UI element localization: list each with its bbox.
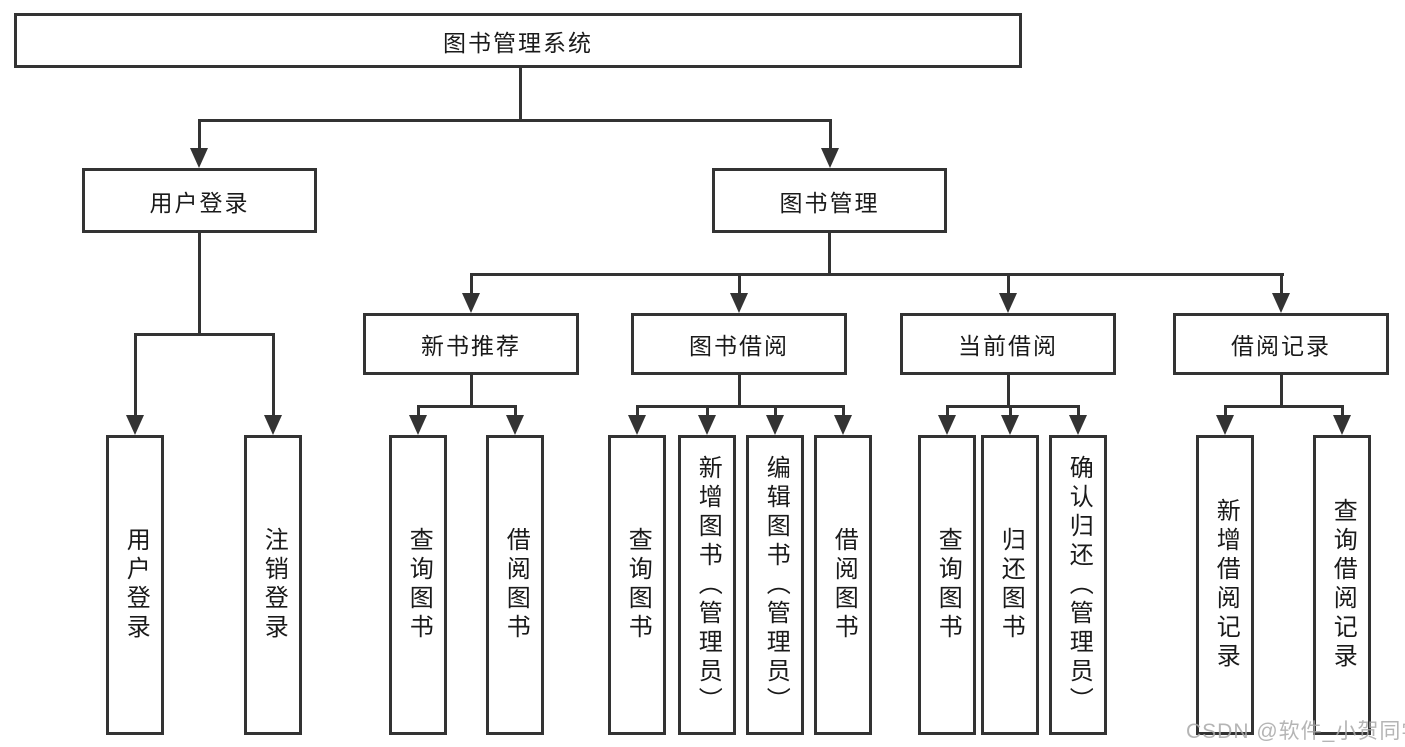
connector-drop-line [133,336,137,415]
arrow-down-icon [766,415,784,435]
connector-split-line [416,405,517,408]
connector-drop-line [828,122,832,148]
leaf-label: 新增借阅记录 [1212,498,1240,672]
arrow-down-icon [938,415,956,435]
leaf-label: 借阅图书 [502,527,530,643]
leaf-borrow-books-1: 借阅图书 [486,435,544,735]
arrow-down-icon [1001,415,1019,435]
connector-split-line [635,405,845,408]
connector-drop-line [197,122,201,148]
leaf-return-books: 归还图书 [981,435,1039,735]
node-user-login-branch: 用户登录 [82,168,317,233]
leaf-query-books-2: 查询图书 [608,435,666,735]
connector-drop-line [841,408,845,415]
arrow-down-icon [506,415,524,435]
node-book-management-branch: 图书管理 [712,168,947,233]
connector-drop-line [513,408,517,415]
leaf-label: 新增图书（管理员） [694,454,722,716]
connector-drop-line [635,408,639,415]
leaf-user-login: 用户登录 [106,435,164,735]
arrow-down-icon [190,148,208,168]
leaf-edit-books-admin: 编辑图书（管理员） [746,435,804,735]
leaf-query-books-1: 查询图书 [389,435,447,735]
arrow-down-icon [1216,415,1234,435]
node-book-borrow: 图书借阅 [631,313,847,375]
arrow-down-icon [1272,293,1290,313]
arrow-down-icon [1069,415,1087,435]
connector-stem-line [827,233,831,276]
leaf-add-borrow-record: 新增借阅记录 [1196,435,1254,735]
connector-drop-line [705,408,709,415]
watermark-text: CSDN @软件_小贺同学 [1186,720,1405,743]
arrow-down-icon [126,415,144,435]
connector-drop-line [1340,408,1344,415]
connector-drop-line [737,276,741,293]
node-new-book-recommend: 新书推荐 [363,313,579,375]
connector-drop-line [1006,276,1010,293]
leaf-query-borrow-record: 查询借阅记录 [1313,435,1371,735]
node-root-system: 图书管理系统 [14,13,1022,68]
node-borrow-records: 借阅记录 [1173,313,1389,375]
leaf-add-books-admin: 新增图书（管理员） [678,435,736,735]
leaf-label: 用户登录 [122,527,150,643]
leaf-logout: 注销登录 [244,435,302,735]
arrow-down-icon [1333,415,1351,435]
connector-drop-line [945,408,949,415]
arrow-down-icon [264,415,282,435]
connector-drop-line [773,408,777,415]
leaf-label: 查询借阅记录 [1329,498,1357,672]
leaf-label: 编辑图书（管理员） [762,454,790,716]
leaf-label: 借阅图书 [830,527,858,643]
leaf-label: 查询图书 [624,527,652,643]
arrow-down-icon [821,148,839,168]
leaf-confirm-return-admin: 确认归还（管理员） [1049,435,1107,735]
connector-drop-line [1223,408,1227,415]
leaf-borrow-books-2: 借阅图书 [814,435,872,735]
leaf-query-books-3: 查询图书 [918,435,976,735]
connector-stem-line [518,68,522,122]
node-current-borrow: 当前借阅 [900,313,1116,375]
leaf-label: 注销登录 [260,527,288,643]
arrow-down-icon [409,415,427,435]
connector-split-line [945,405,1080,408]
connector-stem-line [469,375,473,408]
connector-drop-line [469,276,473,293]
arrow-down-icon [730,293,748,313]
connector-split-line [1223,405,1344,408]
connector-stem-line [1006,375,1010,408]
connector-drop-line [1008,408,1012,415]
arrow-down-icon [698,415,716,435]
leaf-label: 查询图书 [405,527,433,643]
connector-stem-line [197,233,201,336]
connector-split-line [133,333,275,336]
connector-split-line [197,119,832,122]
connector-stem-line [737,375,741,408]
connector-split-line [469,273,1284,276]
connector-drop-line [416,408,420,415]
arrow-down-icon [834,415,852,435]
arrow-down-icon [462,293,480,313]
leaf-label: 归还图书 [997,527,1025,643]
leaf-label: 查询图书 [934,527,962,643]
leaf-label: 确认归还（管理员） [1065,454,1093,716]
arrow-down-icon [999,293,1017,313]
connector-drop-line [1076,408,1080,415]
arrow-down-icon [628,415,646,435]
connector-stem-line [1279,375,1283,408]
connector-drop-line [271,336,275,415]
connector-drop-line [1279,276,1283,293]
